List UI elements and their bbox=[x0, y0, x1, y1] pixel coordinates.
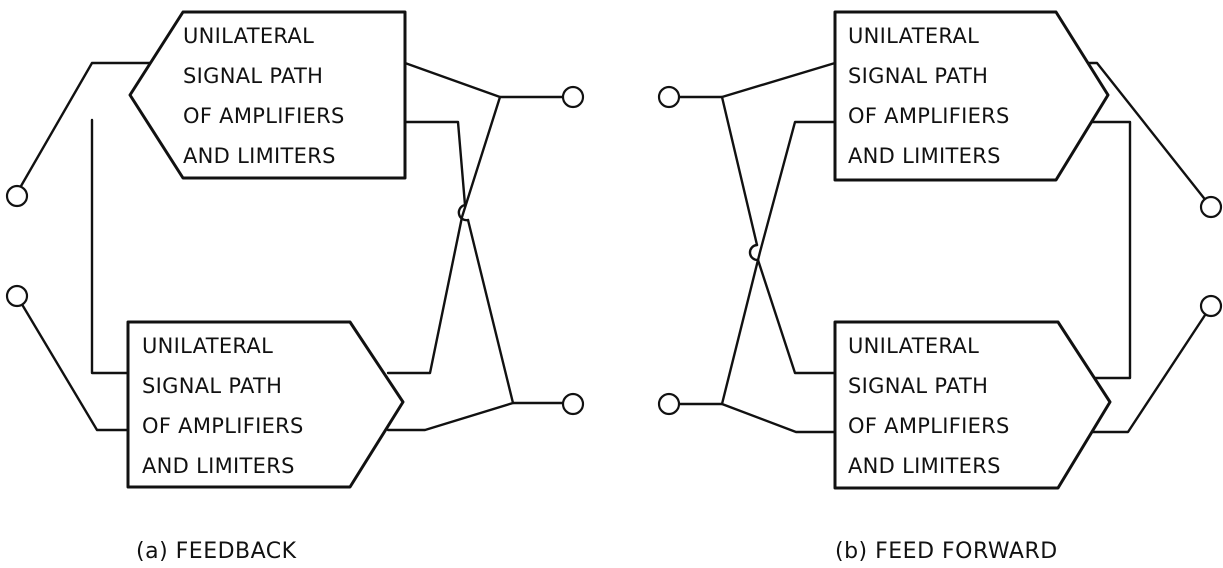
wire bbox=[720, 120, 837, 406]
block-label-line: SIGNAL PATH bbox=[848, 64, 988, 88]
terminal bbox=[5, 284, 29, 308]
block-label-line: AND LIMITERS bbox=[848, 454, 1001, 478]
block-label-line: AND LIMITERS bbox=[848, 144, 1001, 168]
block-label-line: SIGNAL PATH bbox=[183, 64, 323, 88]
terminal bbox=[657, 392, 681, 416]
wire bbox=[386, 401, 515, 432]
amplifier-block-top bbox=[128, 10, 407, 180]
block-label-line: UNILATERAL bbox=[848, 334, 979, 358]
wire bbox=[756, 258, 837, 375]
wire bbox=[1080, 120, 1132, 380]
block-label-line: OF AMPLIFIERS bbox=[848, 414, 1010, 438]
diagram-feedback: UNILATERAL SIGNAL PATH OF AMPLIFIERS AND… bbox=[5, 10, 585, 564]
terminal bbox=[1199, 294, 1223, 318]
block-label-line: UNILATERAL bbox=[142, 334, 273, 358]
block-label-line: AND LIMITERS bbox=[183, 144, 336, 168]
block-label-line: AND LIMITERS bbox=[142, 454, 295, 478]
block-label-line: UNILATERAL bbox=[183, 24, 314, 48]
terminal bbox=[657, 85, 681, 109]
wire bbox=[677, 402, 837, 434]
wire bbox=[15, 294, 130, 432]
terminal bbox=[1199, 195, 1223, 219]
terminal bbox=[561, 392, 585, 416]
wire bbox=[403, 61, 564, 99]
wire bbox=[403, 120, 467, 207]
crossover-hop bbox=[748, 243, 760, 262]
terminal bbox=[561, 85, 585, 109]
terminal bbox=[5, 184, 29, 208]
caption-feed-forward: (b) FEED FORWARD bbox=[835, 539, 1058, 564]
wire bbox=[15, 61, 162, 195]
block-label-line: OF AMPLIFIERS bbox=[183, 104, 345, 128]
block-label-line: UNILATERAL bbox=[848, 24, 979, 48]
wire bbox=[720, 95, 759, 247]
wire bbox=[677, 61, 837, 99]
wire bbox=[386, 95, 502, 375]
diagram-feed-forward: UNILATERAL SIGNAL PATH OF AMPLIFIERS AND… bbox=[657, 10, 1223, 564]
wire bbox=[1080, 304, 1213, 434]
block-label-line: OF AMPLIFIERS bbox=[848, 104, 1010, 128]
amplifier-block-top bbox=[833, 10, 1110, 182]
wire bbox=[90, 118, 130, 375]
block-label-line: SIGNAL PATH bbox=[142, 374, 282, 398]
block-label-line: SIGNAL PATH bbox=[848, 374, 988, 398]
wire bbox=[466, 218, 564, 405]
block-label-line: OF AMPLIFIERS bbox=[142, 414, 304, 438]
caption-feedback: (a) FEEDBACK bbox=[136, 539, 297, 564]
crossover-hop bbox=[457, 203, 470, 222]
amplifier-block-bottom bbox=[833, 320, 1112, 490]
amplifier-block-bottom bbox=[126, 320, 405, 489]
